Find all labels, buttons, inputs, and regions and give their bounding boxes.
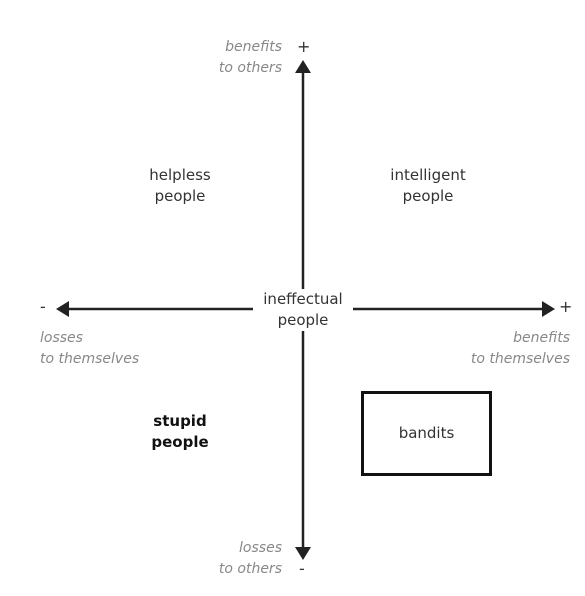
arrow-left [56, 301, 69, 317]
intelligent-people-label: intelligent people [390, 166, 466, 205]
bottom-axis-label: losses to others [218, 540, 282, 577]
helpless-people-label: helpless people [149, 166, 211, 205]
stupid-people-label: stupid people [151, 412, 209, 451]
ineffectual-people-label: ineffectual people [253, 289, 353, 331]
bandits-box: bandits [361, 391, 492, 476]
arrow-up [295, 60, 311, 73]
arrow-down [295, 547, 311, 560]
right-axis-sign: + [559, 297, 573, 316]
top-axis-sign: + [297, 37, 311, 56]
top-axis-label: benefits to others [218, 39, 282, 76]
arrow-right [542, 301, 555, 317]
left-axis-label: losses to themselves [40, 330, 140, 367]
bottom-axis-sign: - [299, 559, 305, 578]
bandits-label: bandits [398, 424, 455, 442]
right-axis-label: benefits to themselves [470, 330, 570, 367]
left-axis-sign: - [40, 297, 46, 316]
